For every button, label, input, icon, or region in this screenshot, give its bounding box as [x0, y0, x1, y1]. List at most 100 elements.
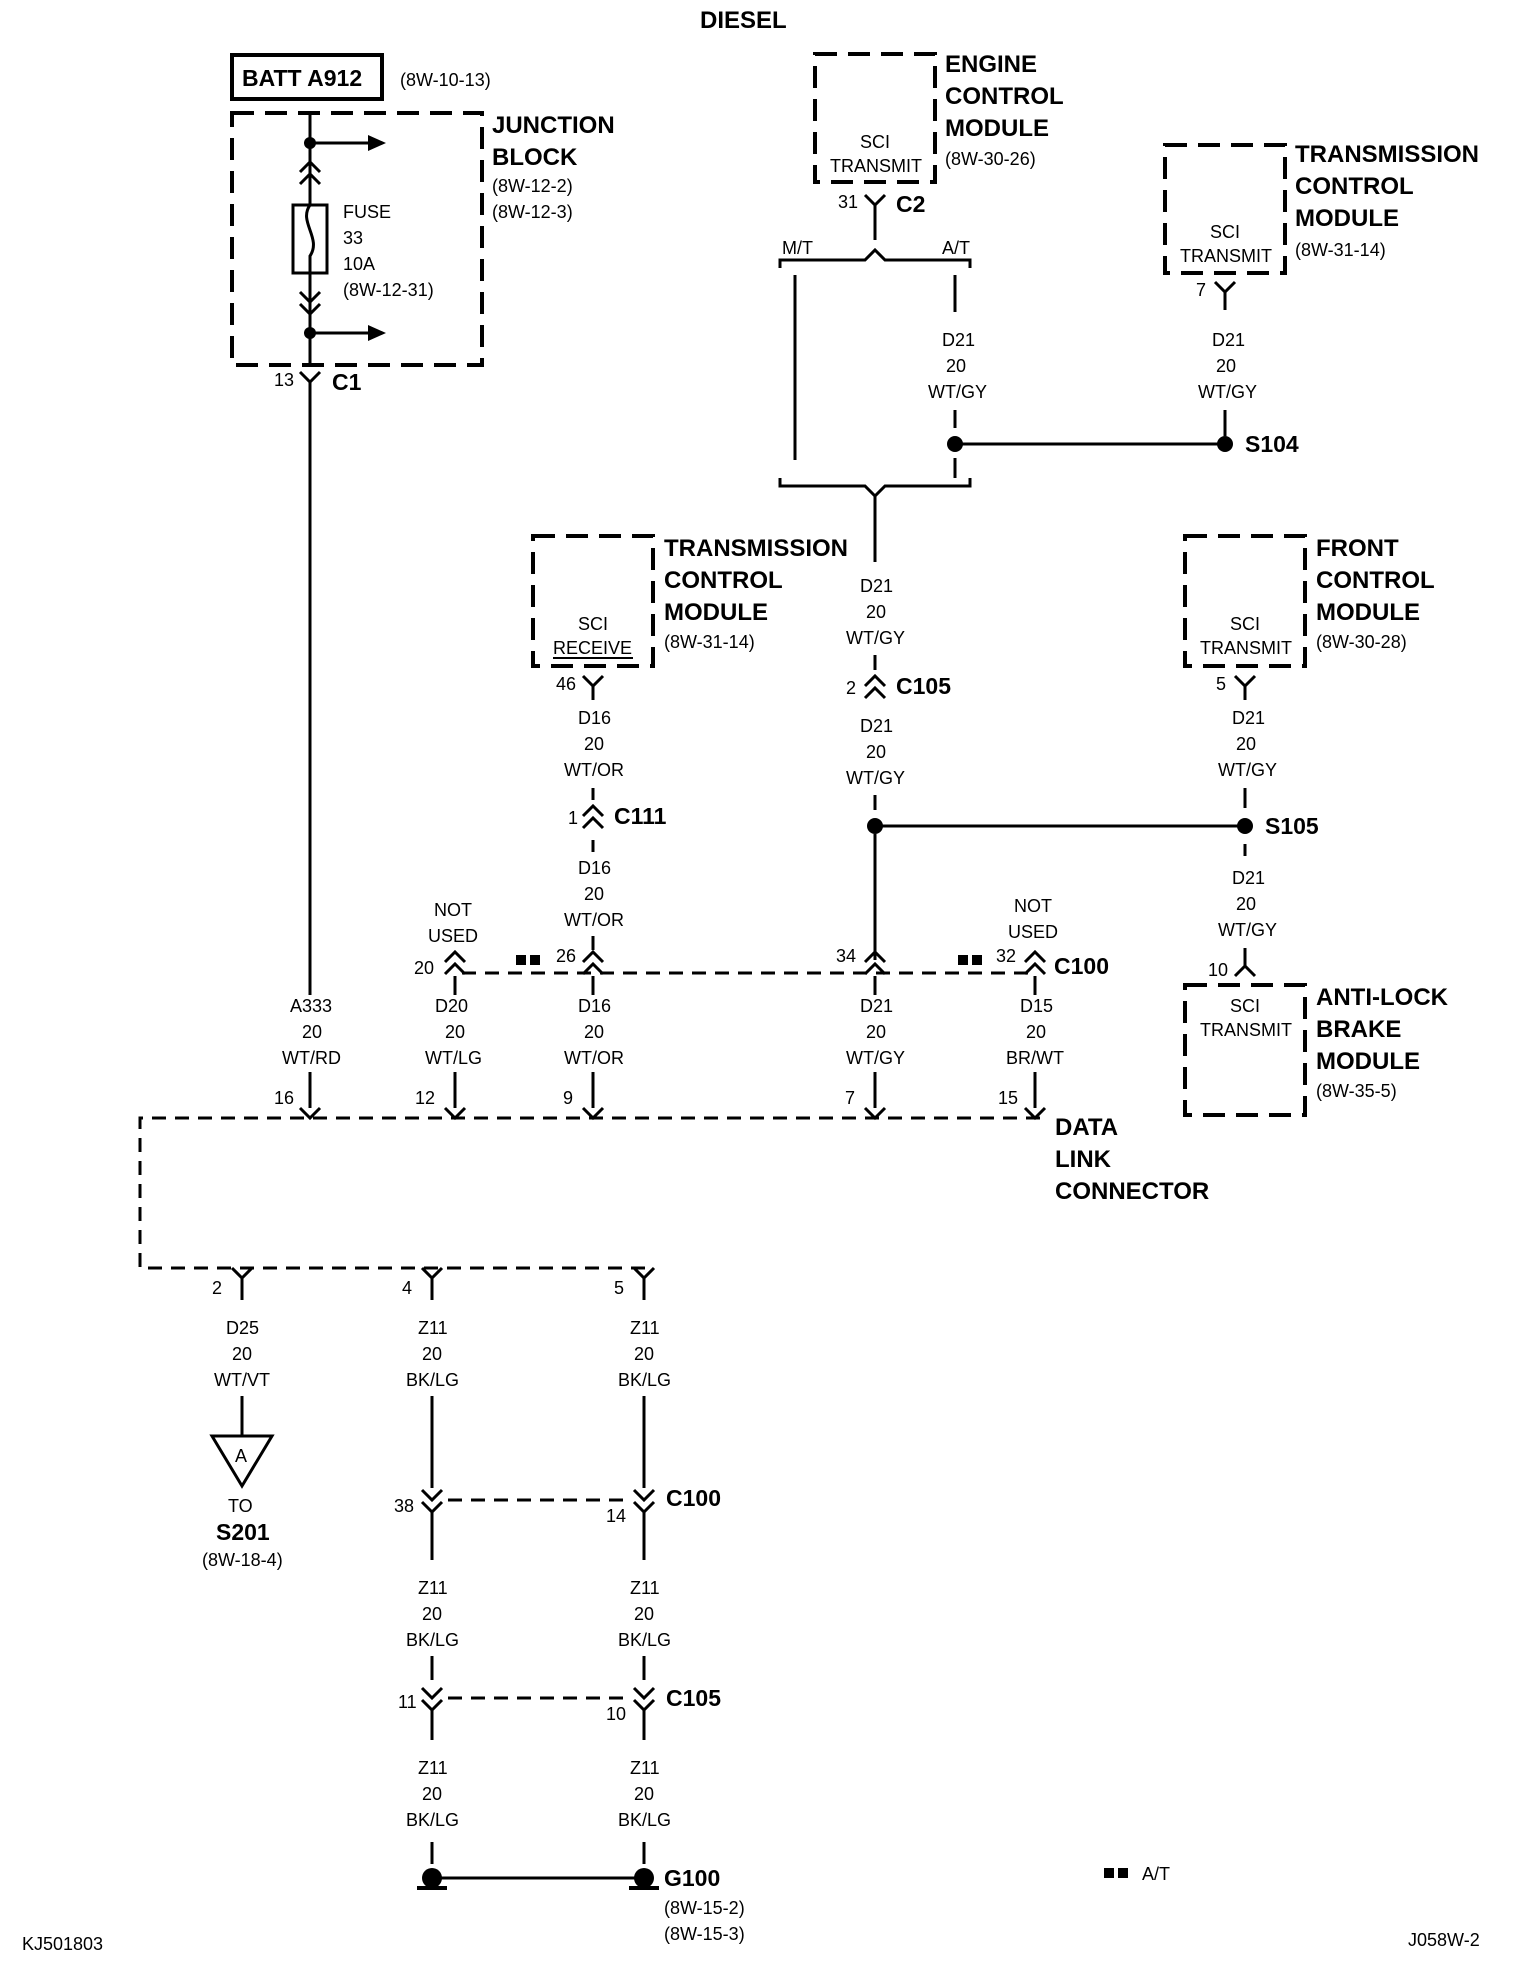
tcm-top-name-2: CONTROL — [1295, 173, 1414, 200]
d25-color: WT/VT — [214, 1370, 270, 1390]
g100-name: G100 — [664, 1865, 720, 1891]
junction-block-name-1: JUNCTION — [492, 112, 615, 139]
ecm-connector: C2 — [896, 191, 925, 217]
s105-label: S105 — [1265, 813, 1319, 839]
fcm-name-1: FRONT — [1316, 535, 1399, 562]
d16-2-gauge: 20 — [584, 884, 604, 904]
s104-label: S104 — [1245, 431, 1299, 457]
tcm-mid-pin: 46 — [556, 674, 576, 694]
d21-trunk1-gauge: 20 — [866, 602, 886, 622]
fuse-ref: (8W-12-31) — [343, 280, 434, 300]
d21-trunk2-color: WT/GY — [846, 768, 905, 788]
arrow-icon — [368, 325, 386, 341]
dlc-pin-7: 7 — [845, 1088, 855, 1108]
d15-code: D15 — [1020, 996, 1053, 1016]
d16-3-color: WT/OR — [564, 1048, 624, 1068]
at-marker-icon — [516, 955, 526, 965]
legend-text: A/T — [1142, 1864, 1170, 1884]
c100-lower-label: C100 — [666, 1485, 721, 1511]
c1-pin: 13 — [274, 370, 294, 390]
fcm-pin: 5 — [1216, 674, 1226, 694]
d16-2-code: D16 — [578, 858, 611, 878]
dlc-pin-9: 9 — [563, 1088, 573, 1108]
footer-right-code: J058W-2 — [1408, 1930, 1480, 1950]
ecm-name-2: CONTROL — [945, 83, 1064, 110]
c100-pin-20: 20 — [414, 958, 434, 978]
d25-gauge: 20 — [232, 1344, 252, 1364]
z11-r2-gauge: 20 — [634, 1604, 654, 1624]
g100-ref-1: (8W-15-2) — [664, 1898, 745, 1918]
dlc-name-1: DATA — [1055, 1114, 1118, 1141]
d16-1-gauge: 20 — [584, 734, 604, 754]
abs-name-3: MODULE — [1316, 1048, 1420, 1075]
tcm-top-ref: (8W-31-14) — [1295, 240, 1386, 260]
d20-gauge: 20 — [445, 1022, 465, 1042]
batt-box — [230, 53, 384, 101]
ecm-inner-1: SCI — [860, 132, 890, 152]
c100-pin-38: 38 — [394, 1496, 414, 1516]
s201-name: S201 — [216, 1519, 270, 1545]
c105-pin: 2 — [846, 678, 856, 698]
tcm-top-inner-1: SCI — [1210, 222, 1240, 242]
z11-r1-gauge: 20 — [634, 1344, 654, 1364]
c111-label: C111 — [614, 803, 667, 829]
ecm-box — [813, 52, 937, 184]
ecm-inner-2: TRANSMIT — [830, 156, 922, 176]
z11-r3-gauge: 20 — [634, 1784, 654, 1804]
tcm-top-inner-2: TRANSMIT — [1180, 246, 1272, 266]
d21-tcm-color: WT/GY — [1198, 382, 1257, 402]
c100-pin-14: 14 — [606, 1506, 626, 1526]
footer-left-code: KJ501803 — [22, 1934, 103, 1954]
batt-ref: (8W-10-13) — [400, 70, 491, 90]
abs-box — [1183, 983, 1307, 1117]
tcm-mid-inner-2: RECEIVE — [553, 638, 632, 658]
d16-1-color: WT/OR — [564, 760, 624, 780]
legend-marker-icon — [1104, 1868, 1114, 1878]
z11-r3-code: Z11 — [630, 1758, 660, 1778]
c100-pin-26: 26 — [556, 946, 576, 966]
dlc-pin-4: 4 — [402, 1278, 412, 1298]
at-marker-icon — [958, 955, 968, 965]
d21-dlc-gauge: 20 — [866, 1022, 886, 1042]
tcm-top-pin: 7 — [1196, 280, 1206, 300]
d15-gauge: 20 — [1026, 1022, 1046, 1042]
z11-l1-color: BK/LG — [406, 1370, 459, 1390]
z11-l3-code: Z11 — [418, 1758, 448, 1778]
ecm-ref: (8W-30-26) — [945, 149, 1036, 169]
d21-ecm-gauge: 20 — [946, 356, 966, 376]
d20-code: D20 — [435, 996, 468, 1016]
offpage-triangle-icon — [209, 1434, 275, 1489]
d20-color: WT/LG — [425, 1048, 482, 1068]
c105-pin-10: 10 — [606, 1704, 626, 1724]
z11-r2-color: BK/LG — [618, 1630, 671, 1650]
tcm-mid-box — [531, 534, 655, 668]
batt-label: BATT A912 — [242, 65, 362, 91]
fcm-name-3: MODULE — [1316, 599, 1420, 626]
fcm-name-2: CONTROL — [1316, 567, 1435, 594]
z11-l2-gauge: 20 — [422, 1604, 442, 1624]
tcm-mid-name-2: CONTROL — [664, 567, 783, 594]
junction-block-box — [230, 111, 484, 367]
abs-pin: 10 — [1208, 960, 1228, 980]
dlc-name-2: LINK — [1055, 1146, 1112, 1173]
diagram-title: DIESEL — [700, 7, 787, 34]
s201-ref: (8W-18-4) — [202, 1550, 283, 1570]
d21-abs-gauge: 20 — [1236, 894, 1256, 914]
d21-trunk2-code: D21 — [860, 716, 893, 736]
s201-to: TO — [228, 1496, 253, 1516]
a333-gauge: 20 — [302, 1022, 322, 1042]
tcm-top-box — [1163, 143, 1287, 275]
z11-r2-code: Z11 — [630, 1578, 660, 1598]
ecm-pin: 31 — [838, 192, 858, 212]
arrow-icon — [368, 135, 386, 151]
fcm-ref: (8W-30-28) — [1316, 632, 1407, 652]
abs-inner-1: SCI — [1230, 996, 1260, 1016]
z11-l3-gauge: 20 — [422, 1784, 442, 1804]
fcm-inner-1: SCI — [1230, 614, 1260, 634]
not-used-2a: NOT — [1014, 896, 1052, 916]
z11-l1-gauge: 20 — [422, 1344, 442, 1364]
dlc-pin-5: 5 — [614, 1278, 624, 1298]
mt-label: M/T — [782, 238, 813, 258]
d21-fcm-code: D21 — [1232, 708, 1265, 728]
